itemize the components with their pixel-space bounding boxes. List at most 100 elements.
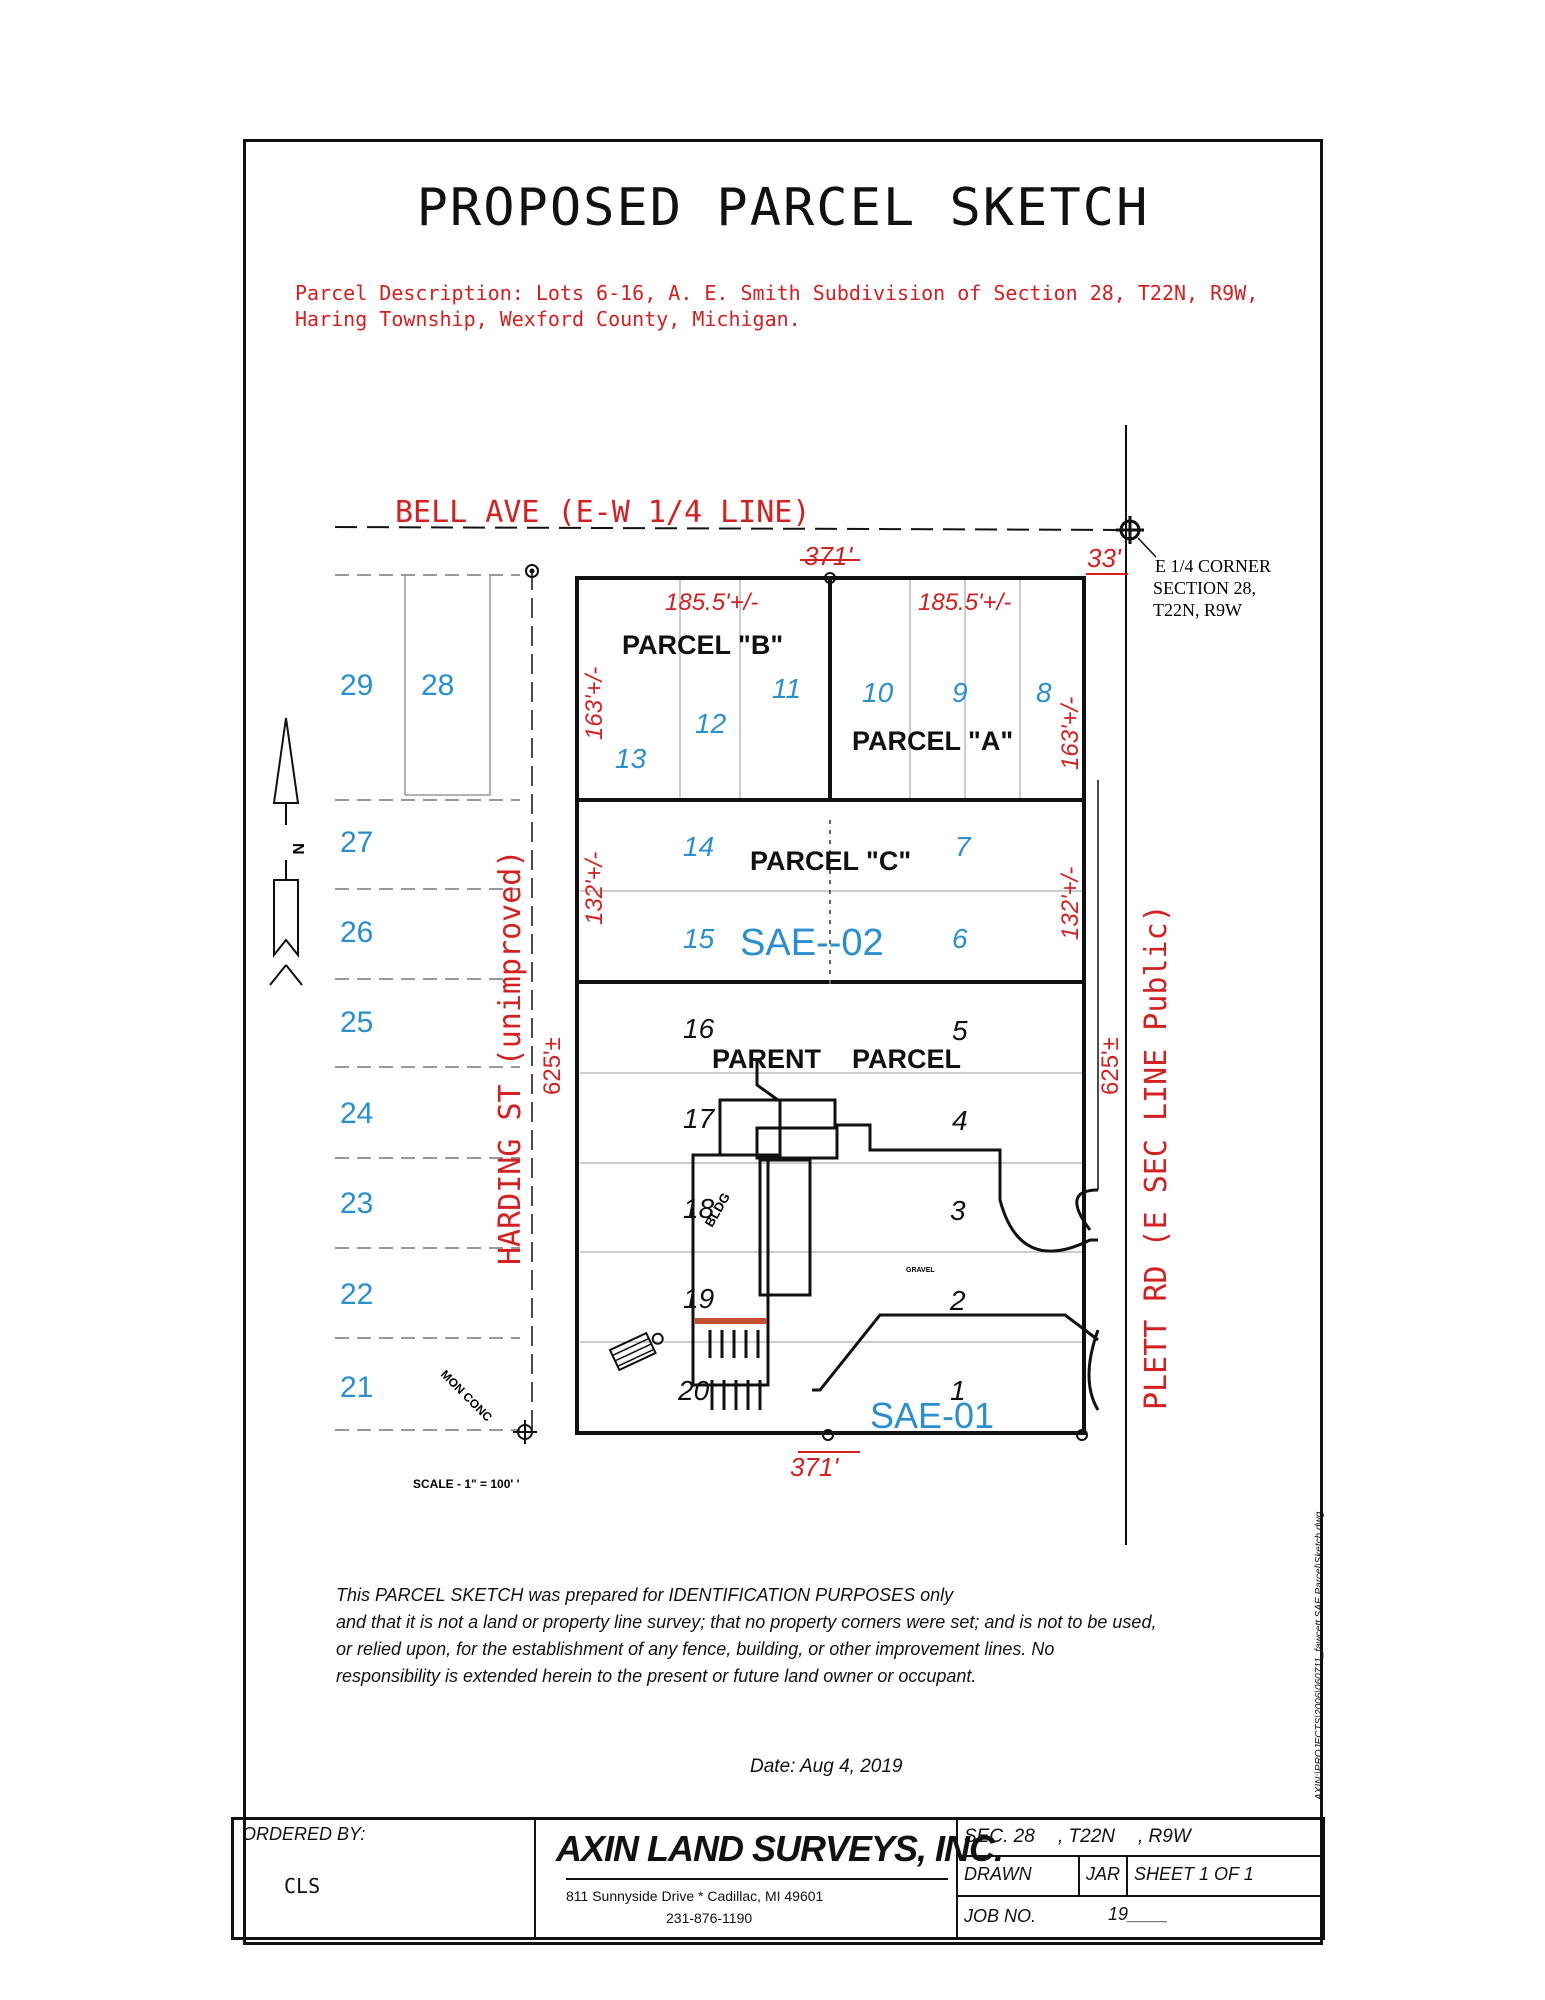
drawn-divider-1: [1078, 1855, 1080, 1895]
lot-7: 7: [955, 831, 972, 862]
company-cell: AXIN LAND SURVEYS, INC. 811 Sunnyside Dr…: [534, 1820, 1004, 1937]
title-block: ORDERED BY: CLS AXIN LAND SURVEYS, INC. …: [231, 1817, 1325, 1940]
parcel-b-label: PARCEL "B": [622, 630, 783, 660]
dimension-parcel-c-east: 132'+/-: [1057, 867, 1084, 940]
job-label: JOB NO.: [964, 1906, 1037, 1926]
lot-17: 17: [683, 1103, 716, 1134]
bell-ave-line: [334, 526, 1131, 531]
west-lot-27: 27: [340, 826, 373, 859]
plett-rd-label: PLETT RD (E SEC LINE Public): [1139, 904, 1174, 1410]
sae-01-label: SAE-01: [870, 1395, 994, 1436]
lot-13: 13: [615, 743, 647, 774]
drawing-frame: [243, 139, 1323, 1945]
gravel-label: GRAVEL: [906, 1267, 935, 1274]
dimension-west-length: 625'±: [539, 1037, 566, 1095]
west-lot-24: 24: [340, 1097, 373, 1130]
bell-ave-label: BELL AVE (E-W 1/4 LINE): [395, 495, 810, 530]
disclaimer-line-4: responsibility is extended herein to the…: [336, 1666, 977, 1686]
west-lot-29: 29: [340, 669, 373, 702]
west-lot-25: 25: [340, 1006, 373, 1039]
date: Date: Aug 4, 2019: [750, 1756, 903, 1777]
description-line-1: Parcel Description: Lots 6-16, A. E. Smi…: [295, 281, 1259, 305]
lot-12: 12: [695, 708, 727, 739]
west-lot-22: 22: [340, 1278, 373, 1311]
ordered-by-label: ORDERED BY:: [242, 1824, 366, 1844]
dimension-top: 371': [804, 541, 853, 571]
west-lot-21: 21: [340, 1371, 373, 1404]
disclaimer-line-1: This PARCEL SKETCH was prepared for IDEN…: [336, 1585, 954, 1605]
lot-19: 19: [683, 1283, 714, 1314]
disclaimer-line-2: and that it is not a land or property li…: [336, 1612, 1157, 1632]
driveway-curve-south: [1087, 1329, 1100, 1411]
west-lot-26: 26: [340, 916, 373, 949]
monuments: [513, 516, 1157, 1444]
lot-9: 9: [952, 677, 968, 708]
lot-10: 10: [862, 677, 894, 708]
dimension-bottom: 371': [790, 1452, 839, 1482]
dimension-leaders: [798, 559, 1128, 1453]
company-address: 811 Sunnyside Drive * Cadillac, MI 49601: [566, 1888, 824, 1904]
corner-label-1: E 1/4 CORNER: [1155, 556, 1271, 576]
north-arrow-label: N: [289, 843, 306, 855]
scale-label: SCALE - 1" = 100' ': [413, 1477, 520, 1491]
lot-5: 5: [952, 1015, 968, 1046]
corner-label-2: SECTION 28,: [1153, 578, 1256, 598]
lot-8: 8: [1036, 677, 1052, 708]
equipment-symbol: [608, 1331, 664, 1372]
lot-20: 20: [677, 1375, 710, 1406]
lot-11: 11: [772, 673, 801, 704]
monument-label: MON CONC: [438, 1367, 495, 1424]
dimension-parcel-b-depth: 163'+/-: [581, 667, 608, 740]
dimension-east-length: 625'±: [1097, 1037, 1124, 1095]
north-arrow: [269, 717, 303, 986]
parcel-description: Parcel Description: Lots 6-16, A. E. Smi…: [295, 280, 1295, 332]
building-wing: [758, 1158, 812, 1297]
lot-2: 2: [949, 1285, 966, 1316]
parent-parcel-label-1: PARENT: [712, 1044, 822, 1074]
range-value: , R9W: [1138, 1826, 1191, 1847]
sheet-info-cell: SEC. 28 , T22N , R9W DRAWN JAR SHEET 1 O…: [956, 1820, 1324, 1937]
row-divider-2: [958, 1895, 1322, 1897]
job-number: 19____: [1108, 1904, 1169, 1924]
company-rule: [566, 1878, 948, 1880]
drawn-divider-2: [1126, 1855, 1128, 1895]
disclaimer-line-3: or relied upon, for the establishment of…: [336, 1639, 1055, 1659]
lot-14: 14: [683, 831, 714, 862]
parcel-a-label: PARCEL "A": [852, 726, 1013, 756]
building-connector: [755, 1126, 839, 1160]
dimension-parcel-a-depth: 163'+/-: [1057, 697, 1084, 770]
township-value: , T22N: [1058, 1826, 1116, 1847]
corner-label-3: T22N, R9W: [1153, 600, 1242, 620]
parcel-c-label: PARCEL "C": [750, 846, 911, 876]
dimension-parcel-c-west: 132'+/-: [581, 852, 608, 925]
dimension-road-width: 33': [1087, 543, 1122, 573]
west-lot-28: 28: [421, 669, 454, 702]
lot-4: 4: [952, 1105, 968, 1136]
parent-parcel-label-2: PARCEL: [852, 1044, 961, 1074]
lot-1: 1: [950, 1375, 966, 1406]
company-phone: 231-876-1190: [666, 1910, 753, 1926]
lot-15: 15: [683, 923, 715, 954]
driveway-south: [812, 1313, 1099, 1392]
section-value: SEC. 28: [964, 1826, 1035, 1847]
west-lot-28-outline: [404, 575, 491, 796]
west-lot-23: 23: [340, 1187, 373, 1220]
description-line-2: Haring Township, Wexford County, Michiga…: [295, 307, 801, 331]
sae-02-label: SAE--02: [740, 922, 884, 964]
ordered-by-value: CLS: [284, 1874, 321, 1898]
driveway-curve-north: [1075, 1188, 1099, 1231]
lot-6: 6: [952, 923, 968, 954]
parking-stalls-south: [710, 1380, 762, 1410]
lot-lines: [580, 580, 1082, 1343]
page-title: PROPOSED PARCEL SKETCH: [416, 178, 1150, 238]
brick-strip: [695, 1318, 767, 1324]
company-name: AXIN LAND SURVEYS, INC.: [556, 1828, 1004, 1869]
parking-stalls-north: [708, 1330, 760, 1358]
lot-3: 3: [950, 1195, 966, 1226]
drawn-by-value: JAR: [1086, 1864, 1121, 1884]
sheet-number: SHEET 1 OF 1: [1134, 1864, 1254, 1884]
drawn-label: DRAWN: [964, 1864, 1032, 1884]
file-path: AXIN:\PROJECTS\2006\060711_fawcett SAE P…: [1314, 1511, 1325, 1800]
disclaimer: This PARCEL SKETCH was prepared for IDEN…: [336, 1582, 1316, 1690]
